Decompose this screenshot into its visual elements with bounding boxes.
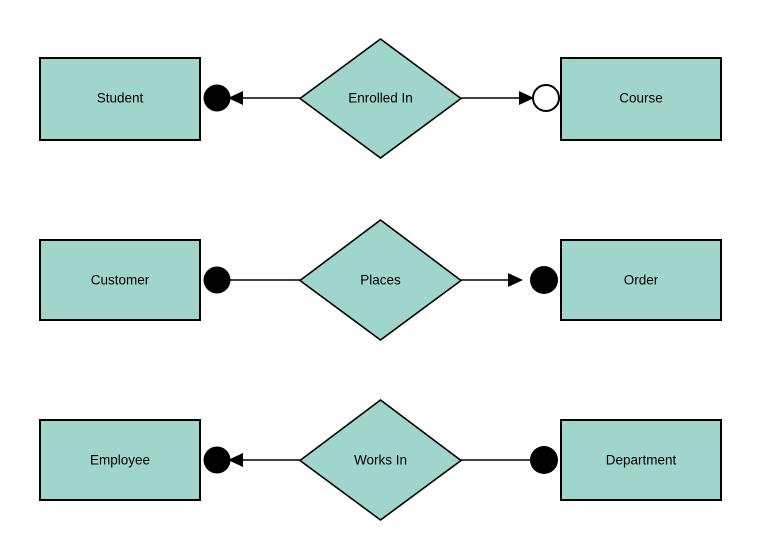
entity-label-order: Order bbox=[624, 273, 659, 288]
entity-label-student: Student bbox=[97, 91, 144, 106]
relationship-diamond-works-in[interactable] bbox=[298, 398, 463, 521]
arrowhead-left-employee bbox=[228, 453, 243, 467]
er-row-places: Customer Places Order bbox=[39, 218, 722, 341]
er-row-works-in: Employee Works In Department bbox=[39, 398, 722, 521]
cardinality-marker-customer bbox=[203, 266, 231, 294]
entity-label-department: Department bbox=[606, 453, 677, 468]
arrowhead-right-order bbox=[508, 273, 523, 287]
entity-box-course[interactable] bbox=[560, 57, 722, 141]
entity-label-course: Course bbox=[619, 91, 663, 106]
er-row-enrolled-in: Student Enrolled In Course bbox=[39, 38, 722, 159]
relationship-label-places: Places bbox=[360, 273, 401, 288]
cardinality-marker-student bbox=[203, 84, 231, 112]
entity-box-order[interactable] bbox=[560, 239, 722, 321]
entity-label-customer: Customer bbox=[91, 273, 150, 288]
entity-label-employee: Employee bbox=[90, 453, 150, 468]
arrowhead-left-student bbox=[228, 91, 243, 105]
relationship-label-works-in: Works In bbox=[354, 453, 407, 468]
arrowhead-right-course bbox=[519, 91, 534, 105]
cardinality-marker-department bbox=[530, 446, 558, 474]
cardinality-marker-order bbox=[530, 266, 558, 294]
entity-box-department[interactable] bbox=[560, 419, 722, 501]
entity-box-employee[interactable] bbox=[39, 419, 201, 501]
relationship-diamond-places[interactable] bbox=[298, 218, 463, 341]
entity-box-student[interactable] bbox=[39, 57, 201, 141]
cardinality-marker-employee bbox=[203, 446, 231, 474]
relationship-label-enrolled-in: Enrolled In bbox=[348, 91, 413, 106]
entity-box-customer[interactable] bbox=[39, 239, 201, 321]
relationship-diamond-enrolled-in[interactable] bbox=[298, 38, 463, 159]
cardinality-marker-course bbox=[532, 84, 560, 112]
